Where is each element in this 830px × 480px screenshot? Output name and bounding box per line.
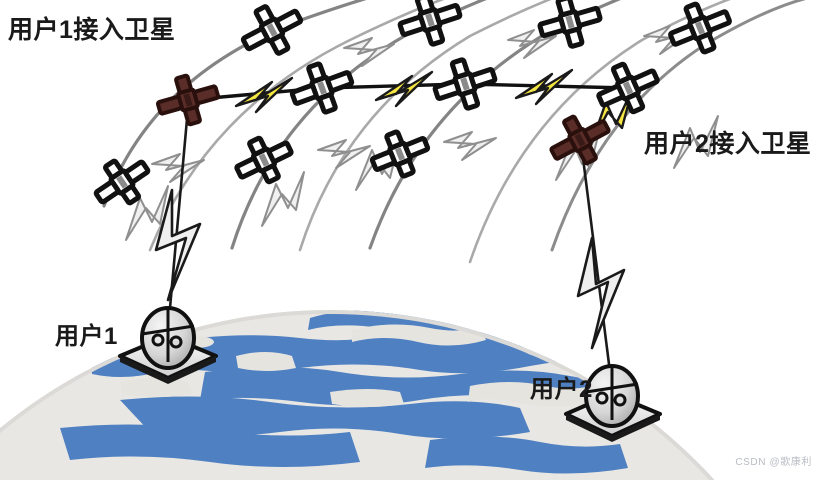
user-1-downlink — [154, 107, 202, 331]
satellite-sat-top-3 — [537, 0, 603, 49]
yellow-bolt-2 — [374, 70, 434, 108]
user-2-dish-line — [585, 382, 639, 394]
user-1-link-bolt — [154, 188, 202, 302]
label-user-2: 用户2 — [530, 376, 593, 403]
user-2-terminal — [564, 364, 662, 442]
access-satellite-1 — [155, 73, 221, 127]
satellite-sat-top-1 — [240, 4, 304, 56]
label-user-1: 用户1 — [55, 323, 118, 350]
satellite-sat-mid-3 — [432, 57, 498, 111]
label-access-satellite-2: 用户2接入卫星 — [644, 130, 812, 158]
orbit-arc-4 — [298, 0, 552, 252]
satellite-sat-low-3 — [369, 129, 431, 179]
satellite-sat-low-2 — [234, 135, 294, 185]
earth-group — [0, 310, 830, 480]
csdn-watermark: CSDN @歌康利 — [735, 457, 812, 468]
yellow-bolt-1 — [234, 76, 294, 114]
access-satellite-2 — [549, 114, 611, 166]
satellite-sat-top-2 — [397, 0, 463, 47]
user-2-link-line — [580, 149, 614, 389]
gray-bolt-6 — [443, 131, 497, 161]
inter-plane-links — [125, 25, 719, 241]
satellite-sat-top-4 — [668, 1, 732, 55]
user-1-terminal — [118, 306, 218, 384]
orbit-arc-2 — [148, 0, 445, 252]
satellite-sat-low-1 — [93, 158, 151, 206]
user-2-base-shadow — [566, 414, 660, 442]
gray-bolt-5 — [317, 139, 371, 169]
user-1-feed-1 — [151, 333, 165, 347]
gray-bolt-11 — [673, 115, 719, 169]
user-2-link-bolt — [576, 236, 626, 350]
gray-bolt-2 — [507, 29, 557, 59]
user-2-downlink — [576, 149, 626, 389]
label-access-satellite-1: 用户1接入卫星 — [8, 16, 176, 44]
user-2-feed-2 — [613, 393, 627, 407]
yellow-bolt-3 — [514, 68, 574, 106]
gray-bolt-1 — [343, 37, 395, 67]
user-2-feed-1 — [595, 391, 609, 405]
satellite-sat-mid-2 — [289, 61, 355, 115]
user-1-dish-line — [141, 324, 195, 336]
orbit-arc-7 — [550, 0, 806, 252]
user-1-base-shadow — [120, 356, 216, 384]
user-1-feed-2 — [169, 335, 183, 349]
earth-surface — [0, 310, 830, 480]
orbit-arc-6 — [468, 0, 731, 264]
gray-bolt-8 — [261, 171, 305, 227]
satellite-sat-mid-4 — [596, 61, 660, 115]
